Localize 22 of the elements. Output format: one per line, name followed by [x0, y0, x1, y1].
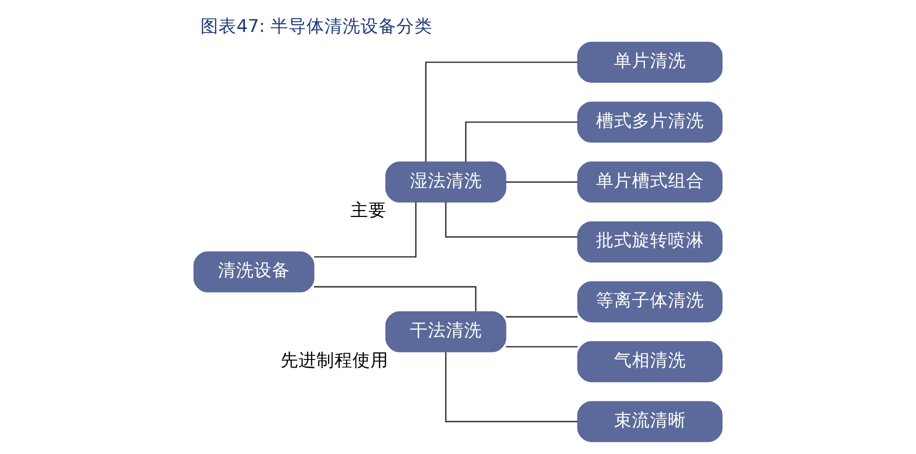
connector: [465, 120, 578, 162]
connector: [425, 61, 578, 162]
connector: [445, 352, 578, 422]
node-box: 单片槽式组合: [577, 161, 723, 202]
connector: [506, 180, 578, 182]
node-box: 湿法清洗: [385, 161, 506, 202]
node-box: 干法清洗: [385, 310, 506, 352]
node-box: 槽式多片清洗: [577, 101, 723, 142]
node-box: 单片清洗: [577, 41, 723, 82]
node-box: 等离子体清洗: [577, 280, 723, 322]
node-box: 气相清洗: [577, 340, 723, 382]
node-label: 主要: [350, 200, 386, 221]
diagram-title: 图表47: 半导体清洗设备分类: [200, 16, 433, 37]
connector: [506, 346, 578, 347]
connector: [314, 286, 476, 311]
node-box: 束流清晰: [577, 400, 723, 442]
node-box: 清洗设备: [193, 250, 314, 292]
connector: [445, 202, 578, 238]
connector: [506, 316, 578, 317]
connector: [314, 202, 417, 258]
node-box: 批式旋转喷淋: [577, 220, 723, 262]
node-label: 先进制程使用: [280, 350, 389, 370]
